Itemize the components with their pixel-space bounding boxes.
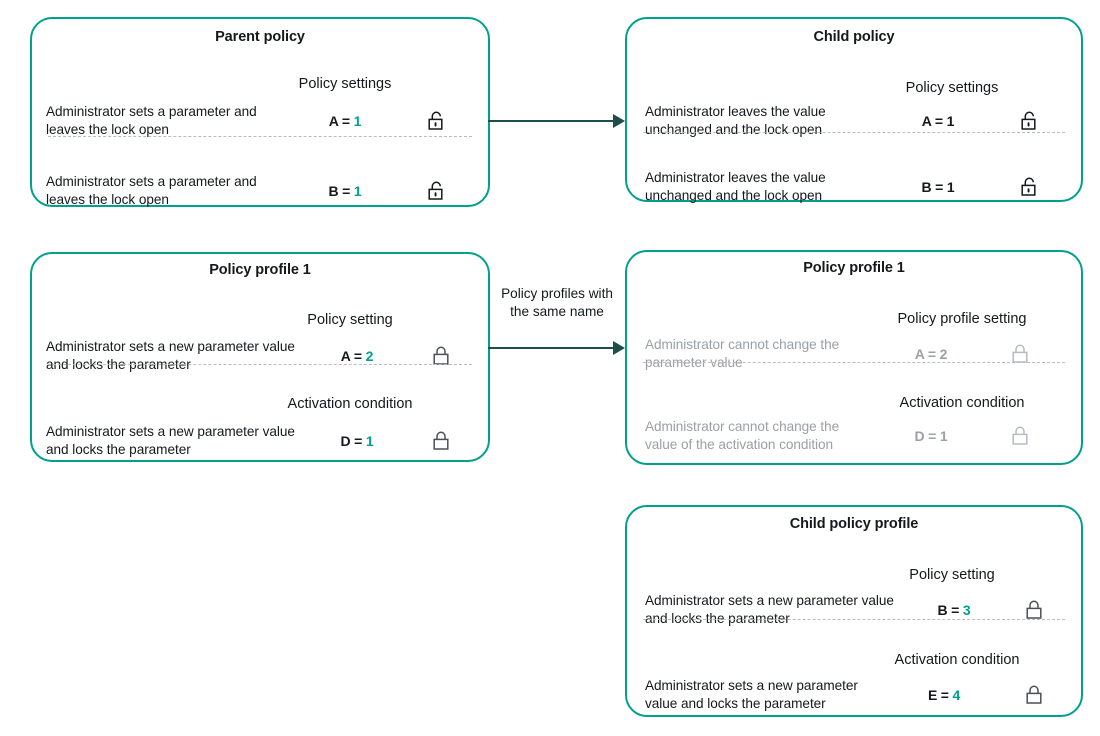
row-value: D = 1 (873, 428, 989, 444)
row-equals: = (341, 112, 350, 129)
row-description: Administrator sets a parameter and leave… (46, 174, 257, 207)
row-number: 1 (353, 112, 362, 129)
policy-row: Administrator sets a parameter and leave… (46, 173, 474, 209)
card-title: Parent policy (215, 29, 305, 45)
row-description: Administrator sets a new parameter value… (645, 678, 858, 711)
card-policy-profile-left: Policy profile 1 Policy setting Administ… (30, 252, 490, 462)
column-heading: Policy setting (909, 567, 995, 583)
row-equals: = (927, 345, 936, 362)
row-equals: = (353, 347, 362, 364)
row-value: E = 4 (883, 687, 1005, 703)
connector-arrow-top-line (488, 120, 616, 123)
column-heading: Policy profile setting (897, 311, 1027, 327)
unlocked-icon (993, 176, 1067, 198)
row-separator (48, 136, 472, 137)
policy-row: Administrator sets a new parameter value… (645, 677, 1069, 713)
row-value: B = 3 (903, 602, 1005, 618)
column-heading: Policy settings (298, 76, 392, 92)
row-description: Administrator sets a new parameter value… (46, 424, 295, 457)
row-description: Administrator leaves the value unchanged… (645, 104, 826, 137)
column-heading: Activation condition (899, 395, 1025, 411)
policy-row: Administrator sets a new parameter value… (645, 592, 1069, 628)
row-description: Administrator sets a parameter and leave… (46, 104, 257, 137)
row-number: 1 (939, 427, 948, 444)
card-policy-profile-right: Policy profile 1 Policy profile setting … (625, 250, 1083, 465)
card-child-policy: Child policy Policy settings Administrat… (625, 17, 1083, 205)
row-number: 2 (939, 345, 948, 362)
policy-row: Administrator sets a parameter and leave… (46, 103, 474, 139)
row-number: 1 (353, 182, 362, 199)
locked-icon (989, 425, 1053, 447)
policy-row: Administrator leaves the value unchanged… (645, 169, 1069, 205)
row-separator (643, 362, 1065, 363)
column-heading: Policy settings (905, 80, 999, 96)
row-value: A = 1 (290, 113, 400, 129)
row-value: A = 2 (304, 348, 410, 364)
locked-icon (1005, 599, 1065, 621)
column-heading: Activation condition (894, 652, 1020, 668)
row-param: A (921, 112, 932, 129)
row-number: 1 (946, 178, 955, 195)
column-heading: Policy setting (307, 312, 393, 328)
row-number: 3 (962, 601, 971, 618)
unlocked-icon (993, 110, 1067, 132)
card-title: Child policy profile (789, 516, 919, 532)
row-value: A = 1 (883, 113, 993, 129)
row-separator (48, 364, 472, 365)
row-separator (643, 132, 1065, 133)
connector-arrow-middle-head (613, 341, 625, 355)
connector-arrow-middle-line (488, 347, 616, 350)
policy-row: Administrator sets a new parameter value… (46, 338, 474, 374)
row-param: D (340, 432, 351, 449)
row-param: B (921, 178, 932, 195)
policy-row: Administrator leaves the value unchanged… (645, 103, 1069, 139)
card-title: Policy profile 1 (209, 262, 311, 278)
row-separator (643, 619, 1065, 620)
card-title: Child policy (813, 29, 895, 45)
row-number: 2 (365, 347, 374, 364)
row-description: Administrator leaves the value unchanged… (645, 170, 826, 203)
card-child-policy-profile: Child policy profile Policy setting Admi… (625, 505, 1083, 717)
row-value: A = 2 (873, 346, 989, 362)
card-title: Policy profile 1 (803, 260, 905, 276)
row-param: B (937, 601, 948, 618)
row-param: B (328, 182, 339, 199)
row-equals: = (928, 427, 937, 444)
row-number: 1 (365, 432, 374, 449)
connector-arrow-top-head (613, 114, 625, 128)
row-equals: = (940, 686, 949, 703)
unlocked-icon (400, 110, 474, 132)
row-param: D (914, 427, 925, 444)
row-param: A (328, 112, 339, 129)
locked-icon (410, 345, 474, 367)
row-equals: = (951, 601, 960, 618)
policy-row: Administrator cannot change the value of… (645, 418, 1069, 454)
row-description: Administrator cannot change the value of… (645, 419, 840, 452)
row-description: Administrator cannot change the paramete… (645, 337, 840, 370)
column-heading: Activation condition (287, 396, 413, 412)
row-param: A (914, 345, 925, 362)
row-equals: = (934, 112, 943, 129)
row-equals: = (342, 182, 351, 199)
locked-icon (989, 343, 1053, 365)
row-number: 4 (952, 686, 961, 703)
row-equals: = (354, 432, 363, 449)
policy-row: Administrator cannot change the paramete… (645, 336, 1069, 372)
row-equals: = (935, 178, 944, 195)
locked-icon (1005, 684, 1065, 706)
card-parent-policy: Parent policy Policy settings Administra… (30, 17, 490, 207)
unlocked-icon (400, 180, 474, 202)
row-description: Administrator sets a new parameter value… (46, 339, 295, 372)
row-number: 1 (946, 112, 955, 129)
connector-arrow-middle-label: Policy profiles with the same name (501, 286, 613, 319)
row-param: A (340, 347, 351, 364)
row-value: B = 1 (290, 183, 400, 199)
row-description: Administrator sets a new parameter value… (645, 593, 894, 626)
policy-row: Administrator sets a new parameter value… (46, 423, 474, 459)
row-value: D = 1 (304, 433, 410, 449)
row-value: B = 1 (883, 179, 993, 195)
locked-icon (410, 430, 474, 452)
row-param: E (927, 686, 938, 703)
